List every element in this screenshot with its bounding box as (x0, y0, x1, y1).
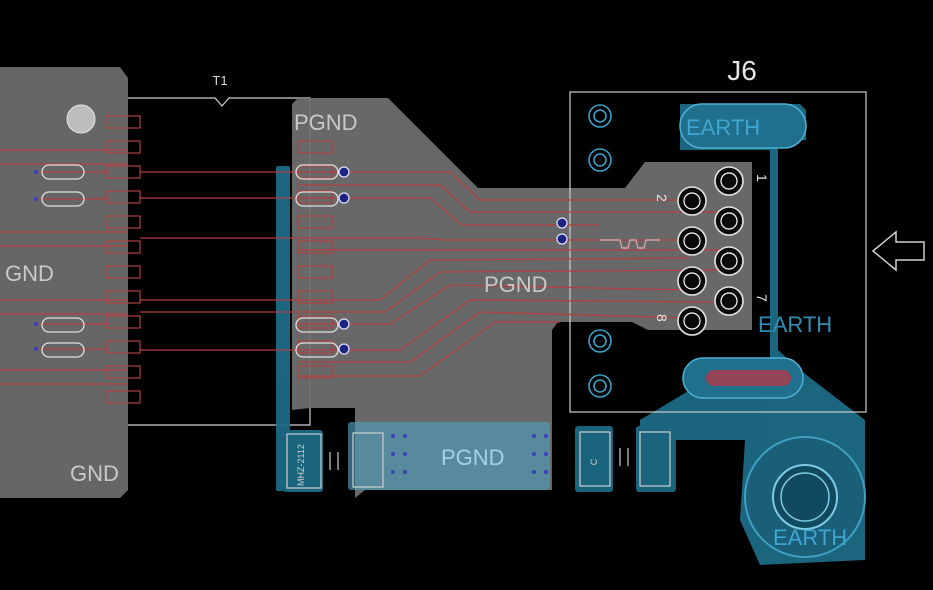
mounting-hole (66, 104, 96, 134)
bottom-components (286, 431, 671, 489)
pin8-label: 8 (654, 314, 670, 322)
oval-pad-group-left (41, 164, 85, 358)
component-right-label: C (589, 458, 599, 465)
gnd-label-left: GND (5, 261, 54, 286)
earth-mount-hole-core (780, 472, 830, 522)
j6-pins (677, 166, 744, 336)
insertion-arrow (871, 230, 925, 272)
vias (338, 166, 568, 355)
oval-pad-group-right (295, 164, 339, 358)
pgnd-label-mid: PGND (484, 272, 548, 297)
trace-meander (600, 239, 660, 249)
pgnd-label-bottom: PGND (441, 445, 505, 470)
t1-outline (128, 97, 311, 426)
small-vias (34, 170, 548, 474)
gnd-label-bottom: GND (70, 461, 119, 486)
earth-label-bottom: EARTH (773, 525, 847, 550)
earth-label-top: EARTH (686, 115, 760, 140)
j6-mount-holes (588, 104, 612, 398)
earth-mount-hole-inner (772, 464, 838, 530)
gnd-copper-pour (0, 67, 128, 498)
pin7-label: 7 (754, 294, 770, 302)
j6-pin-holes (683, 172, 738, 330)
earth-slot-pad-bottom-fill (706, 370, 791, 386)
pin1-label: 1 (754, 174, 770, 182)
j6-outline (569, 91, 867, 413)
signal-traces (0, 149, 721, 385)
earth-slot-pad-top (679, 103, 807, 149)
j6-label: J6 (727, 55, 757, 86)
component-left-label: MHZ-2112 (296, 444, 306, 486)
earth-label-mid: EARTH (758, 312, 832, 337)
pin2-label: 2 (654, 194, 670, 202)
pgnd-label-top: PGND (294, 110, 358, 135)
t1-pad-column-right (297, 140, 333, 379)
t1-pad-column-left (105, 115, 141, 404)
t1-label: T1 (212, 73, 227, 88)
